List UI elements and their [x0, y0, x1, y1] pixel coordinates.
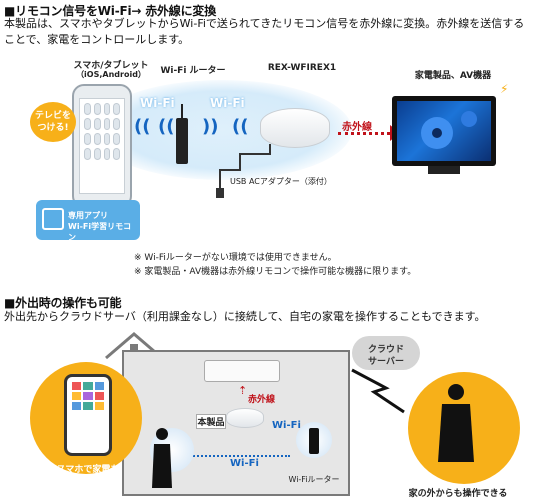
rex-wfirex1-device-icon: [260, 108, 330, 148]
router-small-icon: [309, 428, 319, 454]
wifi-label-b: Wi-Fi: [230, 458, 259, 469]
wifi-label-1: Wi-Fi: [140, 96, 175, 110]
air-conditioner-icon: [204, 360, 280, 382]
label-router: Wi-Fi ルーター: [160, 66, 226, 76]
label-smartphone: スマホ/タブレット: [73, 61, 149, 71]
flower-image-icon: [421, 111, 477, 149]
section1-body-line2: ことで、家電をコントロールします。: [4, 33, 190, 46]
section2-infrared-label: 赤外線: [248, 395, 276, 405]
wifi-label-2: Wi-Fi: [210, 96, 245, 110]
wifi-wave-router-left-icon: ((: [158, 116, 175, 137]
tv-on-bubble: テレビをつける!: [30, 102, 76, 142]
section2-body: 外出先からクラウドサーバ（利用課金なし）に接続して、自宅の家電を操作することもで…: [4, 310, 486, 323]
adapter-label: USB ACアダプター（添付）: [230, 177, 332, 186]
label-appliance: 家電製品、AV機器: [414, 71, 492, 81]
wifi-label-a: Wi-Fi: [272, 420, 301, 431]
tv-stand-icon: [428, 166, 460, 174]
cloud-line1: クラウド: [367, 345, 404, 355]
note-2: ※ 家電製品・AV機器は赤外線リモコンで操作可能な機器に限ります。: [134, 267, 417, 277]
wifi-wave-right-icon: )): [202, 116, 219, 137]
usb-cable-icon: [216, 144, 271, 198]
remote-keypad: [84, 103, 120, 160]
cloud-line2: サーバー: [368, 357, 404, 367]
wifi-wave-left-icon: ((: [134, 116, 151, 137]
sparkle-icon: ⚡: [500, 82, 509, 96]
section2-heading: ■外出時の操作も可能: [4, 296, 122, 310]
note-1: ※ Wi-Fiルーターがない環境では使用できません。: [134, 253, 337, 263]
router-icon: [176, 118, 188, 164]
infrared-up-arrow-icon: ⇡: [238, 384, 248, 397]
label-os: （iOS,Android）: [76, 70, 146, 79]
right-caption: 家の外からも操作できる: [408, 489, 508, 499]
tv-icon: [392, 96, 496, 166]
product-small-icon: [226, 408, 264, 428]
router-small-label: Wi-Fiルーター: [288, 475, 340, 484]
tv-screen: [397, 101, 491, 161]
section1-body-line1: 本製品は、スマホやタブレットからWi-Fiで送られてきたリモコン信号を赤外線に変…: [4, 17, 525, 30]
person-home-icon: [152, 428, 172, 488]
app-badge: 専用アプリ Wi-Fi学習リモコン: [36, 200, 140, 242]
phone-screen: [79, 98, 125, 194]
app-icon: [42, 208, 64, 230]
infrared-label: 赤外線: [342, 122, 372, 133]
wifi-wave-product-icon: ((: [232, 116, 249, 137]
smartphone: [72, 84, 132, 208]
product-label: 本製品: [196, 414, 226, 429]
infrared-arrow-line: [338, 132, 396, 135]
app-name-line2: Wi-Fi学習リモコン: [68, 222, 132, 242]
cloud-server-icon: [352, 336, 420, 370]
section1-heading: ■リモコン信号をWi-Fi→ 赤外線に変換: [4, 4, 217, 18]
person-outside-icon: [438, 384, 474, 462]
left-phone-icon: [64, 374, 112, 456]
left-caption-line2: 操作できる: [65, 477, 111, 487]
router-antenna-icon: [181, 104, 183, 120]
wifi-dotted-line: [190, 455, 290, 457]
bubble-text-1: テレビを: [34, 111, 71, 121]
app-name-line1: 専用アプリ: [68, 211, 108, 220]
lightning-icon: [351, 368, 405, 414]
label-product: REX-WFIREX1: [267, 63, 337, 73]
left-caption-line1: スマホで家電を: [56, 465, 120, 475]
bubble-text-2: つける!: [37, 123, 69, 133]
